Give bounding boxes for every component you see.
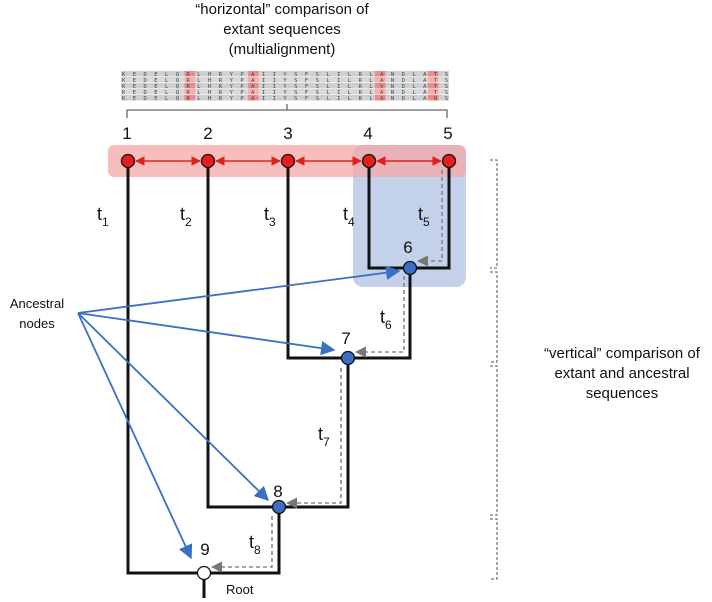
ancestral-node-7 (340, 350, 356, 366)
branch-label-t3: t3 (264, 204, 276, 229)
dashed-traceback (210, 170, 443, 573)
ancestral-pointer-arrows (77, 265, 401, 560)
ancestral-nodes-label-line-1: Ancestral (10, 296, 64, 311)
alignment-row-2: KEDELQRLHRYPAIIYSFSLILRLANDLATS (122, 78, 448, 84)
branch-t2 (206, 161, 279, 509)
pointer-to-node-8 (77, 312, 270, 502)
right-caption-line-2: extant and ancestral (554, 365, 689, 382)
tree-branches (126, 161, 451, 598)
branch-t1 (126, 161, 204, 575)
brace-segment-3 (490, 365, 498, 516)
root-node-9 (196, 565, 212, 581)
node-number-9: 9 (200, 540, 209, 559)
branch-t3 (286, 161, 348, 360)
branch-label-t4: t4 (343, 204, 355, 229)
pointer-to-node-9 (77, 312, 193, 560)
node-number-7: 7 (341, 329, 350, 348)
alignment-highlight-cell (427, 77, 439, 83)
top-caption-line-3: (multialignment) (229, 41, 336, 58)
top-caption-line-2: extant sequences (223, 21, 341, 38)
alignment-row-bg (121, 89, 449, 95)
branch-label-t7: t7 (318, 424, 330, 449)
branch-label-t8: t8 (249, 532, 261, 557)
alignment-highlight-cell (247, 89, 259, 95)
alignment-highlight-cell (374, 89, 386, 95)
alignment-highlight-cell (374, 83, 386, 89)
internal-node-numbers: 6 7 8 9 (200, 238, 412, 559)
branch-t6 (348, 268, 412, 360)
alignment-row-bg (121, 71, 449, 77)
right-caption-line-1: “vertical” comparison of (544, 345, 701, 362)
leaf-node-2 (200, 153, 216, 169)
alignment-highlight-cell (427, 89, 439, 95)
alignment-highlight-cell (184, 95, 196, 101)
alignment-highlight-cell (374, 71, 386, 77)
alignment-highlight-cell (247, 77, 259, 83)
leaf-number-3: 3 (283, 124, 292, 143)
alignment-row-5: KEDELQRLHRYPAIIYSFSLILRLANDLAQS (122, 96, 448, 102)
node-number-8: 8 (273, 482, 282, 501)
leaf-number-2: 2 (203, 124, 212, 143)
ancestral-node-6 (402, 260, 418, 276)
branch-t5 (410, 161, 451, 270)
trace-9 (210, 516, 273, 573)
alignment-highlight-cell (247, 83, 259, 89)
trace-6 (416, 170, 443, 267)
multialignment-block: KEDELQRLHRYPAIIYSFSLILRLANDLATSKEDELQRLH… (121, 71, 449, 102)
branch-label-t6: t6 (380, 307, 392, 332)
pointer-to-node-6 (77, 265, 401, 314)
alignment-highlight-cell (184, 71, 196, 77)
branch-label-t5: t5 (418, 204, 430, 229)
leaf-node-1 (120, 153, 136, 169)
right-caption: “vertical” comparison of extant and ance… (544, 345, 701, 402)
alignment-highlight-cell (374, 77, 386, 83)
ancestral-nodes-label-line-2: nodes (19, 316, 55, 331)
root-label: Root (226, 582, 254, 597)
alignment-row-bg (121, 83, 449, 89)
leaf-numbers: 1 2 3 4 5 (122, 124, 452, 143)
leaf-number-4: 4 (363, 124, 372, 143)
brace-segment-4 (490, 518, 498, 580)
top-caption-line-1: “horizontal” comparison of (195, 1, 369, 18)
alignment-highlight-cell (184, 83, 196, 89)
clade-highlight-box (353, 145, 466, 287)
alignment-highlight-cell (247, 71, 259, 77)
leaf-node-5 (441, 153, 457, 169)
alignment-row-bg (121, 77, 449, 83)
brace-segment-1 (490, 159, 498, 269)
branch-t8 (204, 507, 281, 575)
leaf-node-3 (280, 153, 296, 169)
alignment-highlight-cell (247, 95, 259, 101)
brace-segment-2 (490, 271, 498, 363)
alignment-highlight-cell (427, 95, 439, 101)
leaf-number-1: 1 (122, 124, 131, 143)
ancestral-node-8 (271, 499, 287, 515)
leaf-number-5: 5 (443, 124, 452, 143)
alignment-highlight-cell (184, 77, 196, 83)
alignment-highlight-cell (427, 83, 439, 89)
alignment-highlight-cell (184, 89, 196, 95)
alignment-row-4: KEDELQRLHRYPAIIYSFSLILRLANDLATS (122, 90, 448, 96)
alignment-row-bg (121, 95, 449, 101)
trace-7 (354, 276, 405, 358)
alignment-highlight-cell (374, 95, 386, 101)
alignment-highlight-cell (427, 71, 439, 77)
trace-8 (285, 368, 342, 509)
branch-length-labels: t1 t2 t3 t4 t5 t6 t7 t8 (97, 204, 430, 557)
top-caption: “horizontal” comparison of extant sequen… (195, 1, 369, 58)
right-caption-line-3: sequences (586, 385, 659, 402)
alignment-bracket (126, 104, 448, 118)
pointer-to-node-7 (77, 312, 336, 356)
tree-nodes (120, 153, 457, 581)
vertical-comparison-brace (490, 159, 498, 580)
alignment-row-3: KEDELQRLHRYPAIIYSFSLILRLVNDLATS (122, 84, 448, 90)
alignment-row-1: KEDELQRLHRYPAIIYSFSLILRLANDLATS (122, 72, 448, 78)
leaf-node-4 (361, 153, 377, 169)
branch-t7 (279, 358, 350, 509)
branch-label-t2: t2 (180, 204, 192, 229)
node-number-6: 6 (403, 238, 412, 257)
branch-label-t1: t1 (97, 204, 109, 229)
